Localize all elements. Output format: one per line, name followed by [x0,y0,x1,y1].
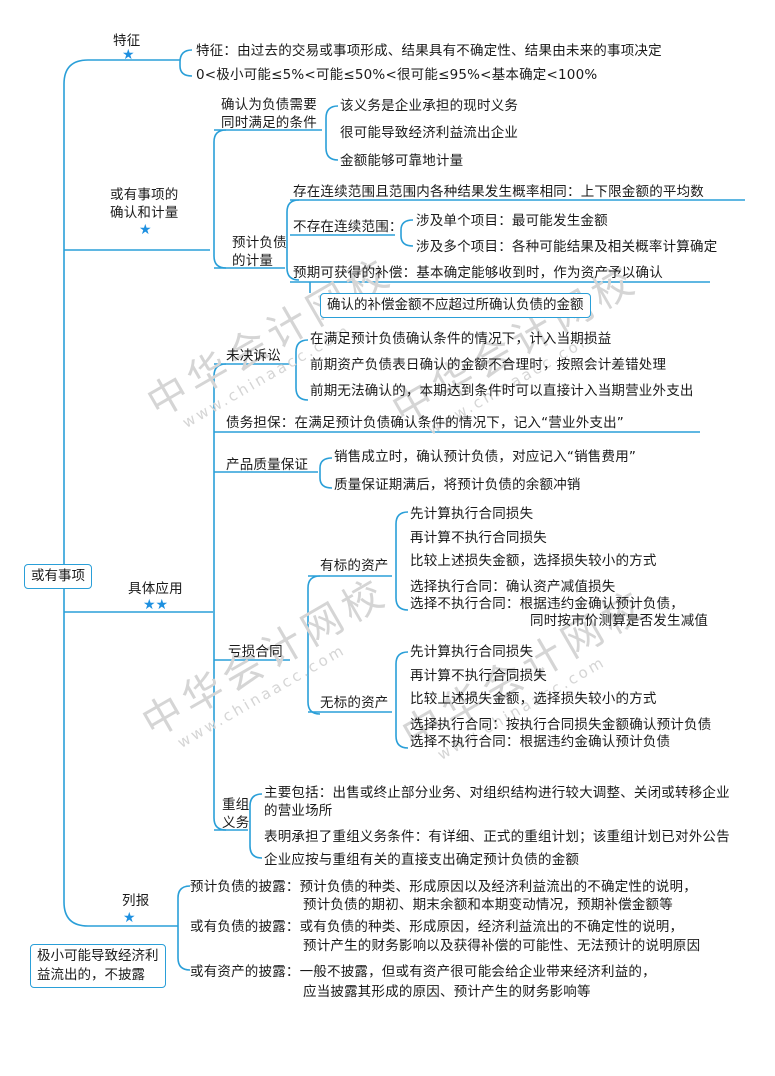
restructuring-item: 表明承担了重组义务条件：有详细、正式的重组计划；该重组计划已对外公告 [264,829,730,845]
measurement-label: 预计负债 [232,235,287,251]
disclosure-note: 极小可能导致经济利 益流出的，不披露 [30,944,166,988]
restructuring-item: 的营业场所 [264,803,333,819]
without-asset-item: 比较上述损失金额，选择损失较小的方式 [410,691,657,707]
warranty-label: 产品质量保证 [226,457,309,473]
features-label: 特征 [113,33,141,49]
features-item: 特征：由过去的交易或事项形成、结果具有不确定性、结果由未来的事项决定 [196,43,662,59]
star-icon: ★ [139,222,152,238]
star-icon: ★ [123,910,136,926]
disclosure-item: 预计负债的期初、期末余额和本期变动情况，预期补偿金额等 [303,897,673,913]
warranty-item: 质量保证期满后，将预计负债的余额冲销 [334,477,581,493]
disclosure-item: 或有负债的披露：或有负债的种类、形成原因，经济利益流出的不确定性的说明， [190,919,684,935]
measurement-label: 的计量 [232,253,274,269]
compensation-note: 确认的补偿金额不应超过所确认负债的金额 [320,293,591,318]
restructuring-label: 重组 [222,797,250,813]
with-asset-item: 选择不执行合同：根据违约金确认预计负债， [410,596,684,612]
litigation-item: 在满足预计负债确认条件的情况下，计入当期损益 [310,331,612,347]
continuous-range: 存在连续范围且范围内各种结果发生概率相同：上下限金额的平均数 [293,184,704,200]
with-asset-label: 有标的资产 [320,558,389,574]
without-asset-item: 选择执行合同：按执行合同损失金额确认预计负债 [410,717,712,733]
without-asset-item: 再计算不执行合同损失 [410,668,547,684]
note-line: 益流出的，不披露 [37,967,145,983]
multiple-items: 涉及多个项目：各种可能结果及相关概率计算确定 [416,239,718,255]
disclosure-item: 预计产生的财务影响以及获得补偿的可能性、无法预计的说明原因 [303,938,701,954]
with-asset-item: 再计算不执行合同损失 [410,530,547,546]
restructuring-item: 主要包括：出售或终止部分业务、对组织结构进行较大调整、关闭或转移企业 [264,785,730,801]
star-icon: ★★ [143,597,169,613]
probability-scale: 0<极小可能≤5%<可能≤50%<很可能≤95%<基本确定<100% [196,67,598,83]
single-item: 涉及单个项目：最可能发生金额 [416,213,608,229]
warranty-item: 销售成立时，确认预计负债，对应记入“销售费用” [334,449,637,465]
root-node: 或有事项 [24,564,92,589]
without-asset-label: 无标的资产 [320,695,389,711]
disclosure-label: 列报 [122,893,150,909]
disclosure-item: 预计负债的披露：预计负债的种类、形成原因以及经济利益流出的不确定性的说明， [190,879,697,895]
compensation: 预期可获得的补偿：基本确定能够收到时，作为资产予以确认 [293,265,663,281]
recognition-label: 或有事项的 [110,187,179,203]
debt-guarantee: 债务担保：在满足预计负债确认条件的情况下，记入“营业外支出” [226,415,624,431]
with-asset-item: 选择执行合同：确认资产减值损失 [410,579,616,595]
non-continuous-label: 不存在连续范围： [293,219,403,235]
disclosure-item: 应当披露其形成的原因、预计产生的财务影响等 [303,984,591,1000]
disclosure-item: 或有资产的披露：一般不披露，但或有资产很可能会给企业带来经济利益的， [190,964,656,980]
condition-item: 金额能够可靠地计量 [340,153,464,169]
conditions-label: 确认为负债需要 [221,97,317,113]
condition-item: 很可能导致经济利益流出企业 [340,125,519,141]
without-asset-item: 先计算执行合同损失 [410,644,534,660]
litigation-item: 前期资产负债表日确认的金额不合理时，按照会计差错处理 [310,357,667,373]
recognition-label: 确认和计量 [110,205,179,221]
application-label: 具体应用 [128,581,183,597]
onerous-label: 亏损合同 [228,644,283,660]
with-asset-item: 同时按市价测算是否发生减值 [530,613,709,629]
note-line: 极小可能导致经济利 [37,948,159,964]
conditions-label: 同时满足的条件 [221,115,317,131]
litigation-label: 未决诉讼 [226,348,281,364]
litigation-item: 前期无法确认的，本期达到条件时可以直接计入当期营业外支出 [310,383,694,399]
with-asset-item: 先计算执行合同损失 [410,506,534,522]
with-asset-item: 比较上述损失金额，选择损失较小的方式 [410,553,657,569]
condition-item: 该义务是企业承担的现时义务 [340,98,519,114]
star-icon: ★ [122,47,135,63]
restructuring-label: 义务 [222,815,250,831]
restructuring-item: 企业应按与重组有关的直接支出确定预计负债的金额 [264,852,580,868]
without-asset-item: 选择不执行合同：根据违约金确认预计负债 [410,734,671,750]
